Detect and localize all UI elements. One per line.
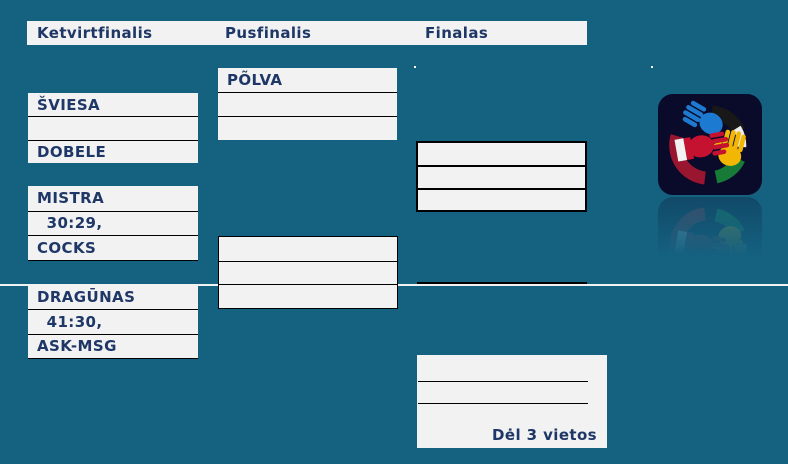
final-connector-line <box>417 282 587 284</box>
bracket-box-quarterfinal-3: DRAGŪNAS 41:30, ASK-MSG <box>28 285 198 359</box>
bracket-box-quarterfinal-2: MISTRA 30:29, COCKS <box>28 186 198 261</box>
bracket-box-quarterfinal-1: ŠVIESA DOBELE <box>28 93 198 163</box>
third-place-line-1 <box>418 381 588 382</box>
header-quarterfinals: Ketvirtfinalis <box>37 24 153 42</box>
team-row <box>219 237 397 261</box>
bracket-box-semifinal-1: PÕLVA <box>218 68 397 140</box>
team-row: ASK-MSG <box>28 333 198 358</box>
bracket-box-third-place: Dėl 3 vietos <box>417 355 607 448</box>
score-row <box>218 92 397 116</box>
score-row <box>28 116 198 139</box>
score-row: 30:29, <box>28 210 198 236</box>
score-row <box>418 165 585 187</box>
score-row: 41:30, <box>28 309 198 333</box>
bracket-box-semifinal-2 <box>218 236 398 309</box>
score-row <box>219 260 397 285</box>
stray-dot <box>651 66 653 68</box>
logo-reflection <box>658 197 762 298</box>
header-finals: Finalas <box>425 24 489 42</box>
stray-dot <box>414 66 416 68</box>
team-row: DOBELE <box>28 139 198 163</box>
column-header-bar: Ketvirtfinalis Pusfinalis Finalas <box>27 21 587 45</box>
header-semifinals: Pusfinalis <box>225 24 312 42</box>
team-row <box>219 284 397 308</box>
team-row: DRAGŪNAS <box>37 288 136 307</box>
team-row: MISTRA <box>37 189 105 208</box>
team-row: COCKS <box>28 235 198 260</box>
team-row: ŠVIESA <box>37 95 101 114</box>
third-place-label: Dėl 3 vietos <box>492 426 597 444</box>
handball-hands-logo <box>658 94 762 195</box>
third-place-line-2 <box>418 403 588 404</box>
team-row <box>418 143 585 165</box>
bracket-box-final <box>416 141 587 212</box>
team-row <box>218 116 397 140</box>
team-row: PÕLVA <box>227 71 283 89</box>
team-row <box>418 187 585 210</box>
